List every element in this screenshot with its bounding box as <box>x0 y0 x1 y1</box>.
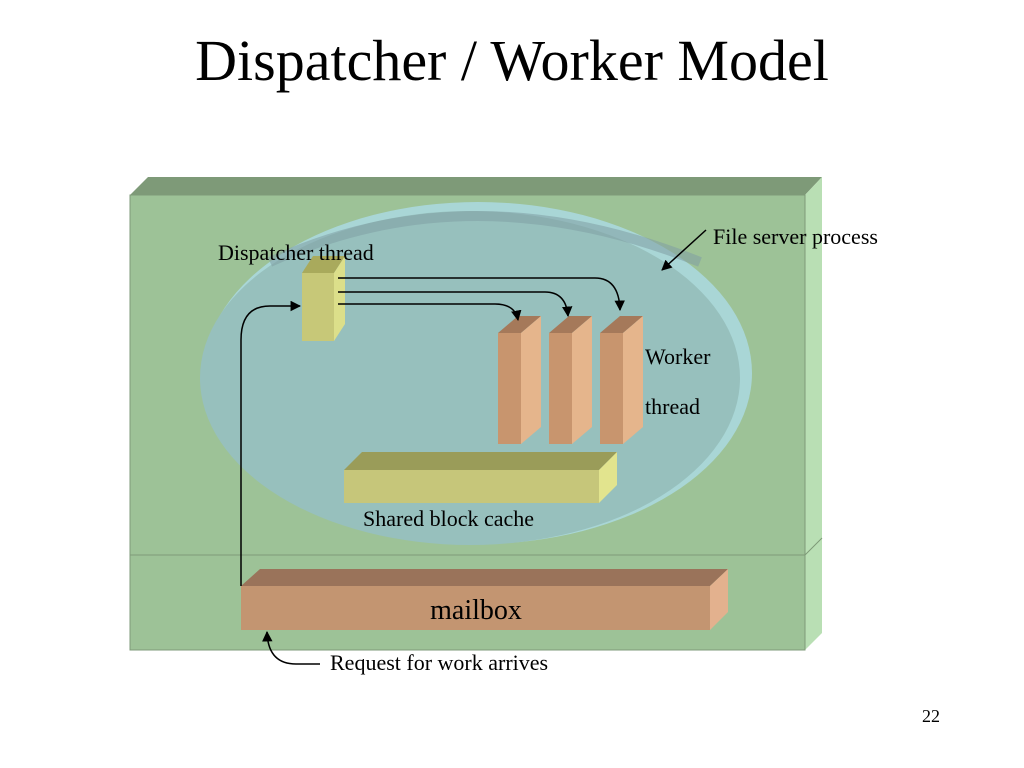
dispatcher-thread-block <box>302 256 345 341</box>
shared-block-cache-block <box>344 452 617 503</box>
label-request-for-work: Request for work arrives <box>330 650 548 675</box>
arrow-mailbox-to-dispatcher <box>240 300 302 586</box>
slide-title: Dispatcher / Worker Model <box>195 28 829 93</box>
page-number: 22 <box>922 706 940 726</box>
process-box-divider-side <box>804 537 823 556</box>
arrow-dispatcher-to-worker-2 <box>338 291 573 318</box>
label-shared-block-cache: Shared block cache <box>363 506 534 531</box>
process-box-top <box>130 177 822 195</box>
label-file-server-process: File server process <box>713 224 878 249</box>
label-worker-line2: thread <box>645 394 700 419</box>
process-box-side <box>805 177 822 650</box>
worker-thread-block-1 <box>498 316 541 444</box>
arrow-dispatcher-to-worker-1 <box>338 303 522 322</box>
arrow-request-for-work <box>262 630 320 665</box>
arrow-file-server-process <box>661 229 707 271</box>
mailbox-block <box>241 569 728 630</box>
label-worker-line1: Worker <box>645 344 711 369</box>
label-dispatcher-thread: Dispatcher thread <box>218 240 374 265</box>
label-mailbox: mailbox <box>430 595 522 626</box>
worker-thread-block-3 <box>600 316 643 444</box>
worker-thread-block-2 <box>549 316 592 444</box>
arrow-dispatcher-to-worker-3 <box>338 277 625 312</box>
